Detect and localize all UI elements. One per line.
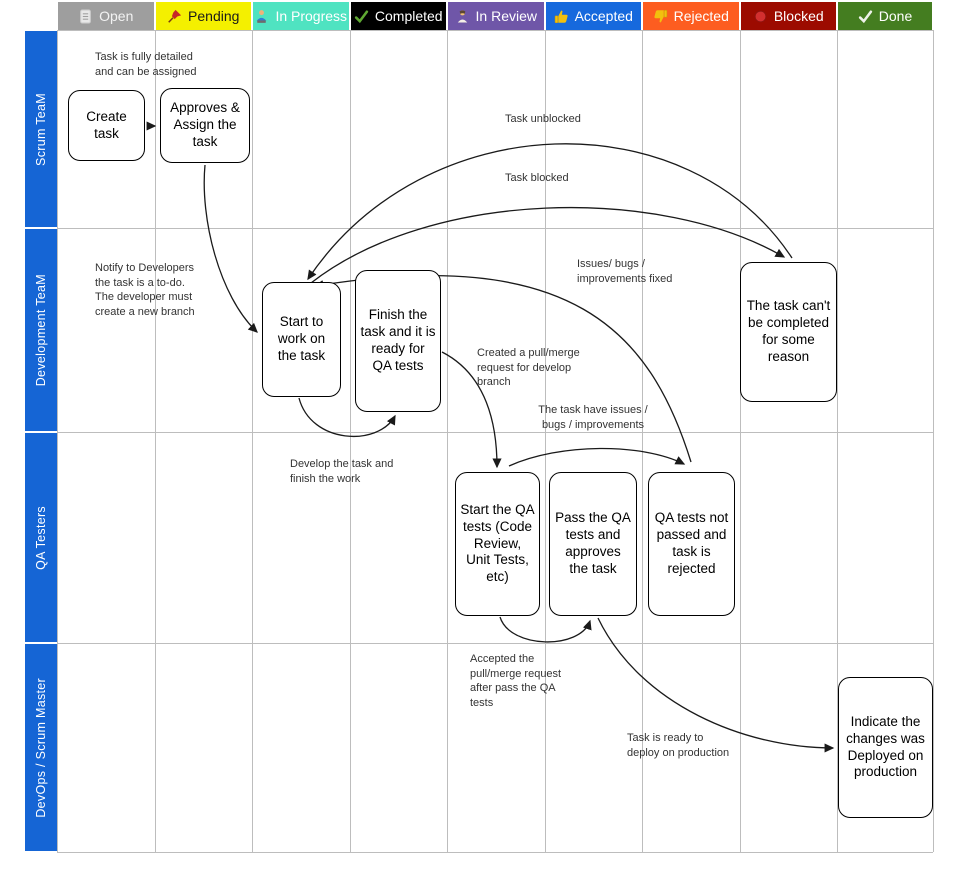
annotation-a6: Created a pull/merge request for develop… — [477, 347, 580, 389]
column-header-rejected[interactable]: Rejected — [643, 2, 739, 30]
lane-label-text: DevOps / Scrum Master — [34, 677, 48, 818]
document-icon — [78, 9, 93, 24]
node-pass-qa[interactable]: Pass the QA tests and approves the task — [549, 472, 637, 616]
annotation-a4: Notify to Developers the task is a to-do… — [95, 262, 195, 318]
node-start-qa[interactable]: Start the QA tests (Code Review, Unit Te… — [455, 472, 540, 616]
thumbs-down-icon — [653, 9, 668, 24]
pin-icon — [167, 9, 182, 24]
arrow-approves-to-start-work — [203, 164, 258, 333]
arrow-pass-qa-to-indicate — [597, 617, 835, 753]
grid-line — [642, 30, 643, 852]
node-label: Indicate the changes was Deployed on pro… — [846, 713, 925, 780]
check-icon — [354, 9, 369, 24]
column-header-open[interactable]: Open — [58, 2, 154, 30]
node-label: Approves & Assign the task — [170, 100, 240, 149]
annotation-a2: Task unblocked — [505, 113, 581, 125]
node-qa-rejected[interactable]: QA tests not passed and task is rejected — [648, 472, 735, 616]
column-header-label: Pending — [188, 8, 240, 24]
column-header-label: Completed — [374, 8, 443, 24]
node-label: Finish the task and it is ready for QA t… — [360, 307, 436, 373]
grid-line — [57, 643, 933, 644]
column-header-label: Blocked — [773, 8, 824, 24]
column-header-in-review[interactable]: In Review — [448, 2, 544, 30]
lane-label-text: Scrum TeaM — [34, 92, 48, 166]
node-indicate[interactable]: Indicate the changes was Deployed on pro… — [838, 677, 933, 818]
lane-label-text: Development TeaM — [34, 273, 48, 387]
node-label: Pass the QA tests and approves the task — [555, 510, 631, 576]
column-header-done[interactable]: Done — [838, 2, 932, 30]
node-label: Start the QA tests (Code Review, Unit Te… — [460, 501, 535, 585]
red-dot-icon — [753, 9, 768, 24]
column-header-label: Open — [99, 8, 134, 24]
column-header-label: Done — [878, 8, 913, 24]
grid-line — [349, 30, 351, 852]
annotation-a9: Accepted the pull/merge request after pa… — [470, 653, 562, 709]
node-label: The task can't be completed for some rea… — [746, 298, 831, 364]
node-label: Start to work on the task — [277, 314, 326, 363]
check-icon — [858, 9, 873, 24]
node-cant-complete[interactable]: The task can't be completed for some rea… — [740, 262, 837, 402]
grid-line — [57, 852, 933, 853]
column-header-pending[interactable]: Pending — [155, 2, 251, 30]
annotation-a5: Issues/ bugs / improvements fixed — [577, 258, 673, 285]
arrow-task-unblocked — [307, 143, 793, 281]
node-label: Create task — [86, 108, 127, 141]
grid-line — [933, 30, 934, 852]
lane-label-development-team[interactable]: Development TeaM — [25, 229, 57, 431]
grid-line — [447, 30, 448, 852]
grid-line — [544, 30, 546, 852]
node-finish[interactable]: Finish the task and it is ready for QA t… — [355, 270, 441, 412]
column-header-label: Rejected — [673, 8, 729, 24]
lane-label-devops-scrum-master[interactable]: DevOps / Scrum Master — [25, 644, 57, 851]
grid-line — [57, 432, 933, 433]
reviewer-icon — [455, 9, 470, 24]
column-header-label: Accepted — [574, 8, 633, 24]
node-label: QA tests not passed and task is rejected — [654, 510, 729, 576]
node-start-work[interactable]: Start to work on the task — [262, 282, 341, 397]
annotation-a7: The task have issues / bugs / improvemen… — [538, 404, 648, 431]
node-create[interactable]: Create task — [68, 90, 145, 161]
grid-line — [154, 30, 156, 852]
column-header-accepted[interactable]: Accepted — [545, 2, 641, 30]
lane-label-scrum-team[interactable]: Scrum TeaM — [25, 31, 57, 227]
developer-icon — [254, 9, 269, 24]
column-header-in-progress[interactable]: In Progress — [253, 2, 349, 30]
column-header-label: In Review — [475, 8, 537, 24]
arrow-start-qa-to-qa-rejected — [508, 447, 686, 467]
column-header-completed[interactable]: Completed — [350, 2, 446, 30]
thumbs-up-icon — [554, 9, 569, 24]
grid-line — [57, 30, 933, 31]
annotation-a1: Task is fully detailed and can be assign… — [95, 51, 197, 78]
lane-label-qa-testers[interactable]: QA Testers — [25, 433, 57, 642]
annotation-a10: Task is ready to deploy on production — [627, 732, 730, 759]
column-header-blocked[interactable]: Blocked — [740, 2, 836, 30]
lane-label-text: QA Testers — [34, 505, 48, 570]
annotation-a8: Develop the task and finish the work — [290, 458, 394, 485]
grid-line — [739, 30, 741, 852]
grid-line — [252, 30, 253, 852]
node-approves[interactable]: Approves & Assign the task — [160, 88, 250, 163]
grid-line — [57, 30, 58, 852]
grid-line — [837, 30, 838, 852]
column-header-label: In Progress — [275, 8, 348, 24]
grid-line — [57, 228, 933, 229]
annotation-a3: Task blocked — [505, 172, 569, 184]
